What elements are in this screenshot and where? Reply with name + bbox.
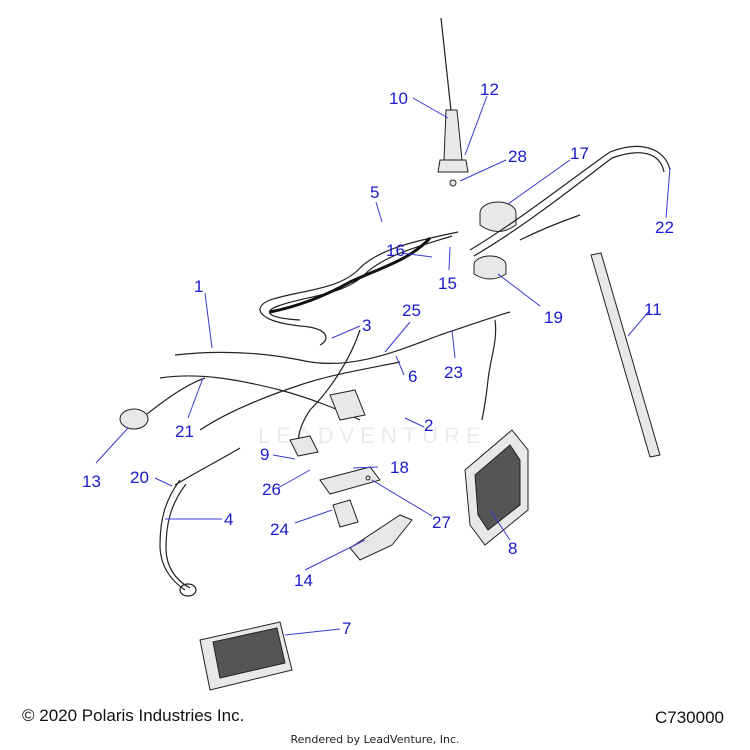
- callout-5: 5: [370, 183, 379, 202]
- callout-25: 25: [402, 301, 421, 320]
- antenna-part: [437, 17, 469, 187]
- callout-23: 23: [444, 363, 463, 382]
- long-cable-22: [469, 145, 671, 257]
- rendered-by: Rendered by LeadVenture, Inc.: [290, 733, 460, 746]
- wire-harness-5: [259, 231, 459, 346]
- bar-11: [590, 252, 661, 458]
- callout-16: 16: [386, 241, 405, 260]
- callout-13: 13: [82, 472, 101, 491]
- callout-8: 8: [508, 539, 517, 558]
- callout-2: 2: [424, 416, 433, 435]
- callout-21: 21: [175, 422, 194, 441]
- callout-labels: 1 2 3 4 5 6 7 8 9 10 11 12 13 14 15 16 1…: [82, 80, 674, 638]
- callout-18: 18: [390, 458, 409, 477]
- callout-3: 3: [362, 316, 371, 335]
- cover-14: [349, 514, 413, 561]
- diagram-code: C730000: [654, 708, 724, 727]
- callout-26: 26: [262, 480, 281, 499]
- callout-20: 20: [130, 468, 149, 487]
- callout-4: 4: [224, 510, 233, 529]
- callout-10: 10: [389, 89, 408, 108]
- grille-7: [199, 621, 293, 691]
- callout-28: 28: [508, 147, 527, 166]
- callout-12: 12: [480, 80, 499, 99]
- callout-24: 24: [270, 520, 289, 539]
- speaker-parts: [473, 201, 517, 280]
- grille-8: [464, 429, 529, 546]
- callout-14: 14: [294, 571, 313, 590]
- callout-7: 7: [342, 619, 351, 638]
- main-harness: [159, 311, 511, 457]
- cable-4: [159, 447, 241, 597]
- callout-9: 9: [260, 445, 269, 464]
- leader-lines: [95, 95, 671, 636]
- callout-1: 1: [194, 277, 203, 296]
- pad-13: [119, 377, 206, 430]
- callout-27: 27: [432, 513, 451, 532]
- brackets: [319, 466, 381, 528]
- copyright-notice: © 2020 Polaris Industries Inc.: [22, 706, 245, 725]
- callout-19: 19: [544, 308, 563, 327]
- callout-22: 22: [655, 218, 674, 237]
- callout-15: 15: [438, 274, 457, 293]
- callout-6: 6: [408, 367, 417, 386]
- callout-17: 17: [570, 144, 589, 163]
- callout-11: 11: [644, 300, 662, 319]
